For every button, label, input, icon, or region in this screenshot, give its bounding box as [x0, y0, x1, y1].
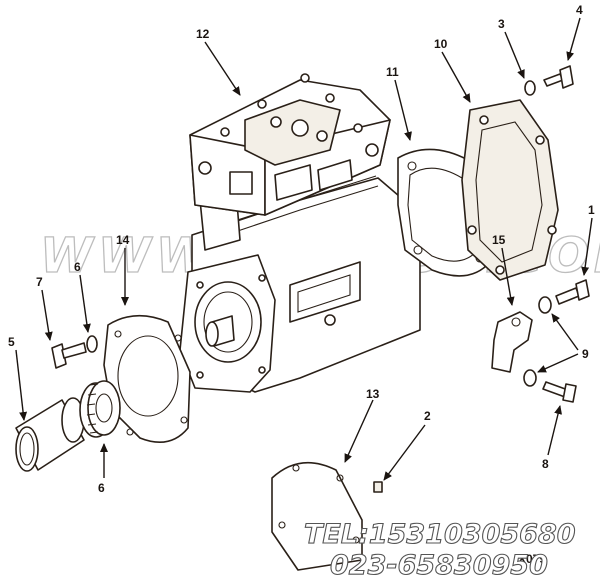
callout-1: 1 — [588, 203, 595, 217]
leader-6-top — [79, 274, 91, 333]
watermark-tel: TEL:15310305680 — [304, 519, 576, 550]
callout-5: 5 — [8, 335, 15, 349]
leader-2 — [383, 424, 426, 481]
leader-9b — [537, 353, 579, 373]
compressor-body — [179, 73, 421, 393]
callout-4: 4 — [576, 3, 583, 17]
callout-labels: 12 10 3 4 11 14 7 6 5 6 15 1 9 8 13 2 — [8, 3, 595, 495]
cylinder-head — [189, 73, 391, 216]
callout-11: 11 — [386, 65, 399, 79]
callout-14: 14 — [116, 233, 130, 247]
drawing-code: X079 — [518, 552, 546, 566]
plate-13 — [271, 461, 363, 571]
bolt-1 — [555, 279, 590, 305]
callout-12: 12 — [196, 27, 210, 41]
leader-lines — [15, 17, 593, 481]
bolt-8 — [542, 381, 577, 403]
gear-6 — [79, 380, 121, 438]
leader-15 — [501, 247, 515, 306]
leader-12 — [204, 41, 241, 96]
callout-8: 8 — [542, 457, 549, 471]
bracket-15 — [491, 311, 533, 373]
washer-9-top — [538, 296, 552, 314]
sleeve-5 — [15, 397, 85, 472]
leader-5 — [15, 349, 28, 421]
plug-2 — [373, 481, 383, 493]
callout-10: 10 — [434, 37, 448, 51]
bolt-7 — [51, 342, 87, 369]
callout-13: 13 — [366, 387, 380, 401]
leader-11 — [394, 79, 412, 141]
callout-9: 9 — [582, 347, 589, 361]
washer-3 — [524, 80, 536, 96]
front-flange — [179, 254, 276, 393]
leader-4 — [566, 17, 581, 61]
leader-1 — [581, 217, 593, 276]
bolt-4 — [543, 65, 574, 89]
leader-7 — [41, 289, 53, 341]
callout-3: 3 — [498, 17, 505, 31]
callout-15: 15 — [492, 233, 506, 247]
leader-8 — [547, 405, 562, 456]
washer-6-top — [86, 335, 98, 353]
gasket-14 — [103, 314, 191, 444]
callout-2: 2 — [424, 409, 431, 423]
leader-9a — [551, 313, 579, 351]
watermark-phone: 023-65830950 — [330, 550, 548, 581]
washer-9-bottom — [523, 369, 537, 387]
leader-3 — [504, 31, 525, 79]
callout-6-top: 6 — [74, 260, 81, 274]
cover-plate-10 — [461, 99, 559, 281]
leader-10 — [441, 51, 471, 103]
callout-7: 7 — [36, 275, 43, 289]
leader-13 — [344, 399, 374, 463]
callout-6: 6 — [98, 481, 105, 495]
